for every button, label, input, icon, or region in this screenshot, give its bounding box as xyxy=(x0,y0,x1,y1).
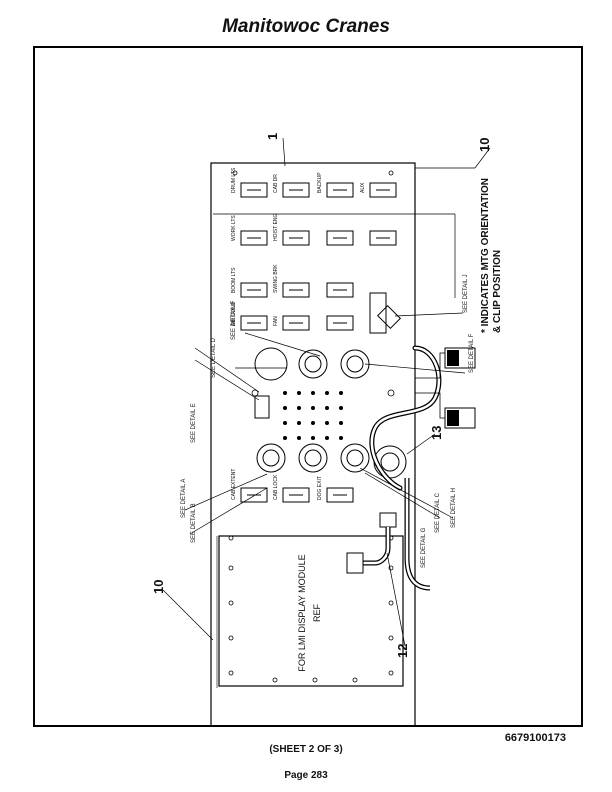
drawing-frame: FOR LMI DISPLAY MODULE REF DRUM LTS W xyxy=(33,46,583,727)
see-detail-c: SEE DETAIL C xyxy=(435,492,441,533)
see-detail-e: SEE DETAIL E xyxy=(191,403,197,443)
switch-label: CAB LOCK xyxy=(273,474,279,500)
callout-10-left: 10 xyxy=(151,580,166,594)
orientation-note-line1: * INDICATES MTG ORIENTATION xyxy=(480,178,491,333)
see-detail-f-right: SEE DETAIL F xyxy=(469,333,475,373)
orientation-note-line2: & CLIP POSITION xyxy=(492,250,503,333)
switch-label: AUX xyxy=(360,182,366,193)
switch-label: FAN xyxy=(273,316,279,326)
round-component xyxy=(254,347,288,381)
lmi-label: FOR LMI DISPLAY MODULE xyxy=(297,554,307,671)
control-panel-outline xyxy=(210,162,416,725)
switch-label: BOOM LTS xyxy=(231,267,237,293)
callout-12: 12 xyxy=(395,644,410,658)
switch-label: DRUM LTS xyxy=(231,167,237,193)
sheet-indicator: (SHEET 2 OF 3) xyxy=(269,744,343,755)
see-detail-a: SEE DETAIL A xyxy=(181,479,187,518)
see-detail-j: SEE DETAIL J xyxy=(463,274,469,313)
see-detail-h: SEE DETAIL H xyxy=(451,488,457,528)
switch-label: BACKUP xyxy=(317,172,323,193)
see-detail-g: SEE DETAIL G xyxy=(421,527,427,568)
document-number: 6679100173 xyxy=(504,732,566,744)
callout-13: 13 xyxy=(429,426,444,440)
page-number: Page 283 xyxy=(284,770,328,781)
page-header-title: Manitowoc Cranes xyxy=(222,16,390,37)
lmi-display-outline xyxy=(218,535,404,687)
see-detail-d: SEE DETAIL D xyxy=(211,337,217,378)
switch-label: WORK LTS xyxy=(231,215,237,241)
switch-label: HOIST ENG xyxy=(273,213,279,241)
see-detail-b: SEE DETAIL B xyxy=(191,503,197,543)
switch-label: CAB DR xyxy=(273,174,279,193)
callout-10-top: 10 xyxy=(477,138,492,152)
lmi-ref: REF xyxy=(312,603,322,622)
callout-1: 1 xyxy=(265,133,280,140)
switch-label: AIR COND xyxy=(231,301,237,326)
see-detail-f: SEE DETAIL F xyxy=(231,300,237,340)
switch-label: DOG EXIT xyxy=(317,476,323,500)
wiring-diagram: FOR LMI DISPLAY MODULE REF DRUM LTS W xyxy=(151,133,503,725)
switch-label: CAB EXTENT xyxy=(231,469,237,500)
switch-label: SWING BRK xyxy=(273,264,279,293)
